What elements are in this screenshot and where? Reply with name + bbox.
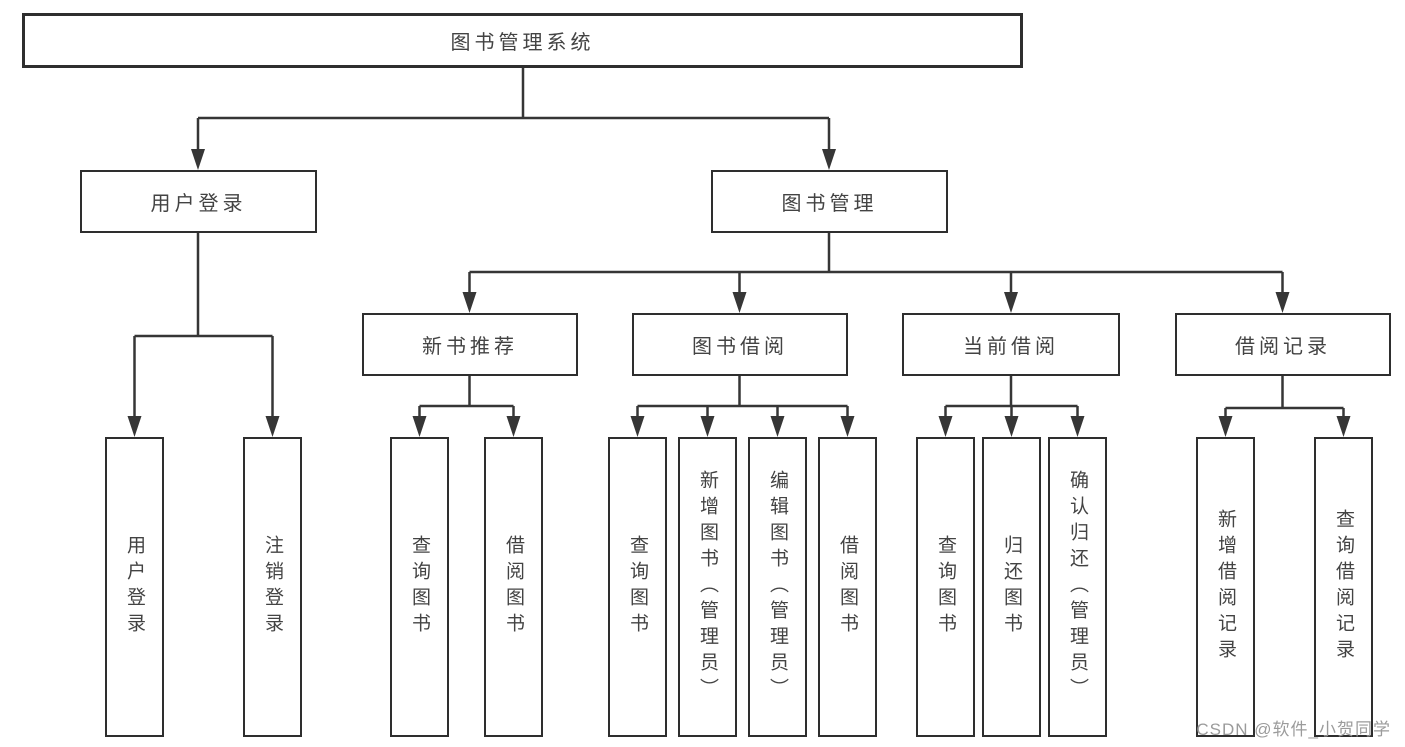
node-label: 归还图书 — [1001, 535, 1022, 639]
leaf-logout: 注销登录 — [243, 437, 302, 737]
connector-borrow-to-leaves — [636, 376, 849, 418]
arrowhead-icon — [1275, 292, 1290, 313]
node-label: 用户登录 — [124, 535, 145, 639]
leaf-query-book-recommend: 查询图书 — [390, 437, 449, 737]
node-label: 编辑图书（管理员） — [767, 470, 788, 704]
leaf-add-borrow-record: 新增借阅记录 — [1196, 437, 1255, 737]
connector-userlogin-to-leaves — [133, 233, 274, 418]
leaf-borrow-book: 借阅图书 — [818, 437, 877, 737]
node-label: 图书借阅 — [692, 336, 788, 358]
csdn-watermark: CSDN @软件_小贺同学 — [1196, 720, 1391, 739]
connector-current-to-leaves — [944, 376, 1079, 418]
arrowhead-icon — [1070, 416, 1085, 437]
node-user-login: 用户登录 — [80, 170, 317, 233]
node-book-borrow: 图书借阅 — [632, 313, 848, 376]
node-label: 借阅图书 — [837, 535, 858, 639]
node-label: 查询图书 — [627, 535, 648, 639]
arrowhead-icon — [840, 416, 855, 437]
arrowhead-icon — [1004, 416, 1019, 437]
arrowhead-icon — [938, 416, 953, 437]
node-label: 图书管理系统 — [450, 32, 595, 54]
node-label: 查询图书 — [935, 535, 956, 639]
node-new-book-recommend: 新书推荐 — [362, 313, 578, 376]
node-label: 查询图书 — [409, 535, 430, 639]
arrowhead-icon — [732, 292, 747, 313]
connector-bookmgmt-to-level3 — [468, 233, 1284, 295]
node-book-management: 图书管理 — [711, 170, 948, 233]
node-label: 当前借阅 — [963, 336, 1059, 358]
node-borrow-record: 借阅记录 — [1175, 313, 1391, 376]
node-label: 借阅记录 — [1235, 336, 1331, 358]
node-label: 新增借阅记录 — [1215, 509, 1236, 665]
arrowhead-icon — [127, 416, 142, 437]
arrowhead-icon — [412, 416, 427, 437]
leaf-borrow-book-recommend: 借阅图书 — [484, 437, 543, 737]
arrowhead-icon — [822, 149, 836, 170]
leaf-user-login: 用户登录 — [105, 437, 164, 737]
node-label: 查询借阅记录 — [1333, 509, 1354, 665]
leaf-add-book-admin: 新增图书（管理员） — [678, 437, 737, 737]
arrowhead-icon — [191, 149, 205, 170]
connector-root-to-level2 — [196, 68, 831, 151]
arrowhead-icon — [1218, 416, 1233, 437]
node-label: 图书管理 — [781, 193, 878, 215]
arrowhead-icon — [630, 416, 645, 437]
arrowhead-icon — [265, 416, 280, 437]
arrowhead-icon — [1336, 416, 1351, 437]
leaf-confirm-return-admin: 确认归还（管理员） — [1048, 437, 1107, 737]
arrowhead-icon — [770, 416, 785, 437]
node-label: 用户登录 — [150, 193, 247, 215]
leaf-edit-book-admin: 编辑图书（管理员） — [748, 437, 807, 737]
leaf-query-borrow-record: 查询借阅记录 — [1314, 437, 1373, 737]
node-label: 新书推荐 — [422, 336, 518, 358]
leaf-return-book: 归还图书 — [982, 437, 1041, 737]
connector-record-to-leaves — [1224, 376, 1345, 418]
node-library-system: 图书管理系统 — [22, 13, 1023, 68]
leaf-query-book-current: 查询图书 — [916, 437, 975, 737]
node-label: 注销登录 — [262, 535, 283, 639]
node-current-borrow: 当前借阅 — [902, 313, 1120, 376]
connector-newbook-to-leaves — [418, 376, 515, 418]
leaf-query-book-borrow: 查询图书 — [608, 437, 667, 737]
arrowheads — [127, 149, 1351, 437]
arrowhead-icon — [506, 416, 521, 437]
arrowhead-icon — [700, 416, 715, 437]
node-label: 新增图书（管理员） — [697, 470, 718, 704]
arrowhead-icon — [1004, 292, 1018, 313]
node-label: 借阅图书 — [503, 535, 524, 639]
arrowhead-icon — [462, 292, 477, 313]
node-label: 确认归还（管理员） — [1067, 470, 1088, 704]
